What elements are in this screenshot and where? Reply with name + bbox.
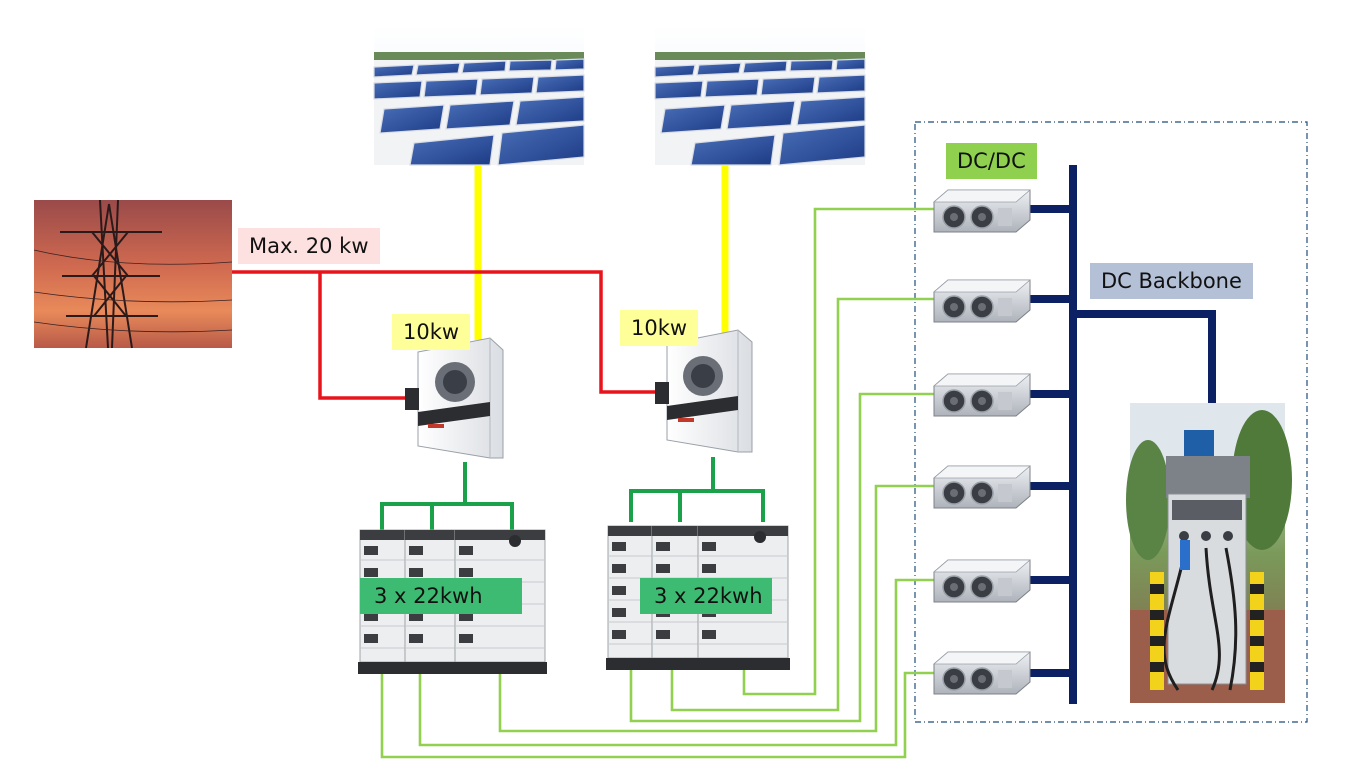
battery-2-capacity-label: 3 x 22kwh: [640, 578, 772, 614]
dcdc-label: DC/DC: [946, 143, 1037, 179]
battery-bus-lines: [380, 457, 765, 535]
inverter-2-power-label: 10kw: [620, 310, 699, 346]
power-grid-photo: [33, 199, 233, 349]
dcdc-converter-6: [933, 651, 1031, 695]
inverter-1-power-label: 10kw: [392, 314, 471, 350]
dc-backbone-lines: [1030, 165, 1216, 704]
dc-backbone-label: DC Backbone: [1090, 263, 1253, 299]
grid-limit-label: Max. 20 kw: [238, 228, 380, 264]
battery-bank-2: [605, 525, 791, 671]
ev-charger-photo: [1126, 403, 1292, 703]
dc-link-lines: [380, 207, 934, 759]
dcdc-converter-4: [933, 465, 1031, 509]
solar-array-1: [373, 24, 585, 166]
dcdc-converter-3: [933, 373, 1031, 417]
pv-lines: [474, 165, 729, 340]
grid-ac-lines: [232, 270, 660, 400]
inverter-2: [655, 329, 753, 453]
dcdc-converter-2: [933, 279, 1031, 323]
solar-array-2: [654, 24, 866, 166]
inverter-1: [405, 337, 504, 459]
dcdc-converter-1: [933, 189, 1031, 233]
battery-bank-1: [357, 529, 548, 675]
battery-1-capacity-label: 3 x 22kwh: [360, 578, 522, 614]
dcdc-enclosure: [914, 121, 1308, 723]
dcdc-converter-5: [933, 559, 1031, 603]
